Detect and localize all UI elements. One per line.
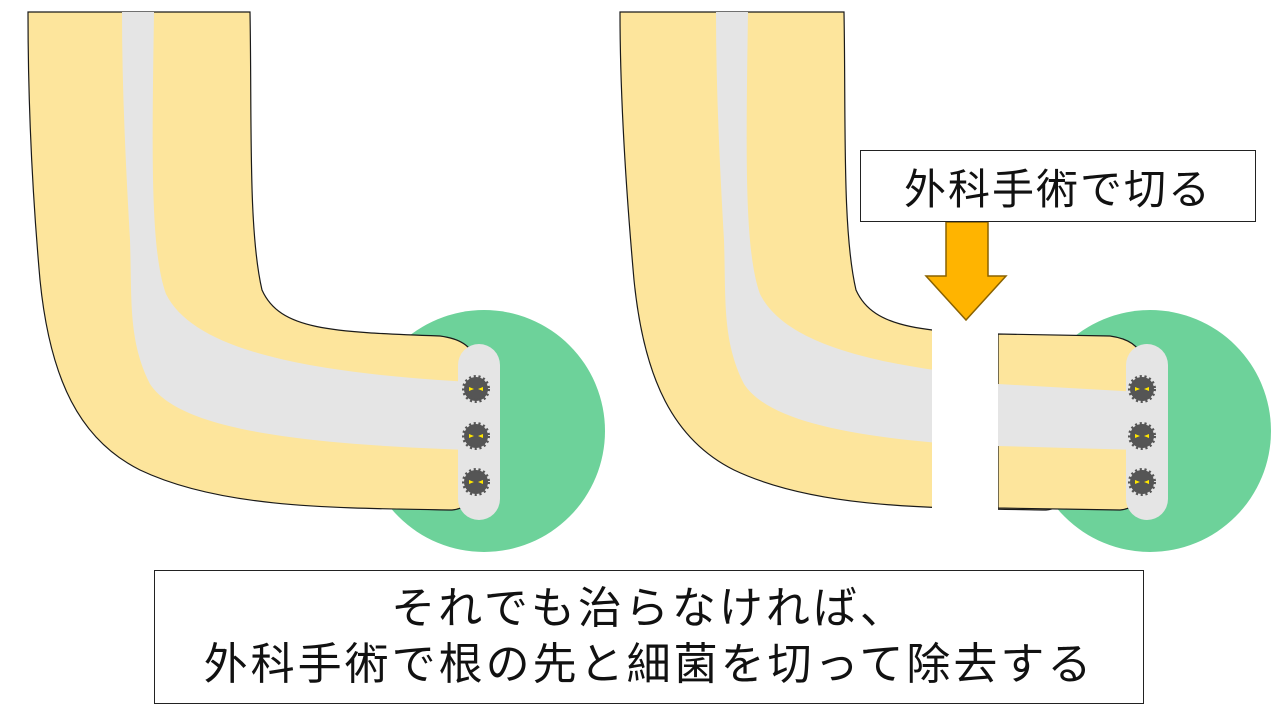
bacteria-icon (1128, 422, 1156, 450)
left-canal (122, 12, 470, 450)
surgical-cut-gap (932, 320, 998, 520)
right-canal (716, 12, 1064, 450)
caption-line-2: 外科手術で根の先と細菌を切って除去する (203, 639, 1095, 690)
bacteria-icon (1128, 468, 1156, 496)
bacteria-icon (1128, 375, 1156, 403)
caption-line-1: それでも治らなければ、 (391, 583, 907, 634)
surgery-label-text: 外科手術で切る (903, 164, 1212, 214)
caption-box: それでも治らなければ、 外科手術で根の先と細菌を切って除去する (154, 570, 1144, 704)
bacteria-icon (462, 375, 490, 403)
right-canal-tip-channel (998, 384, 1140, 450)
surgery-label: 外科手術で切る (860, 150, 1256, 222)
bacteria-icon (462, 468, 490, 496)
left-root-illustration (27, 11, 605, 552)
right-root-illustration (619, 11, 1271, 552)
down-arrow-icon (924, 221, 1008, 322)
bacteria-icon (462, 422, 490, 450)
